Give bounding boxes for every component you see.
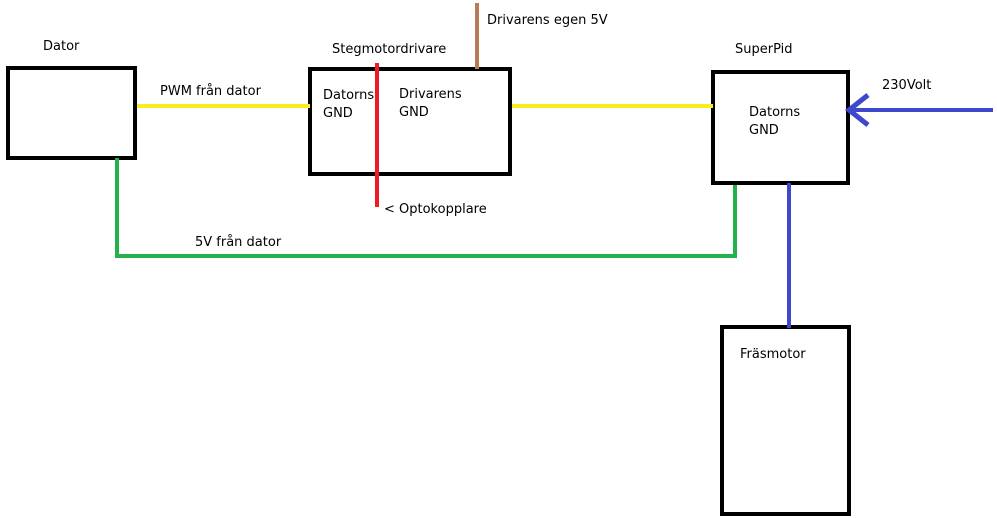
- frasmotor-box: [720, 325, 851, 516]
- step-drivarens-gnd-label: GND: [399, 105, 429, 120]
- five-v-label: 5V från dator: [195, 235, 282, 250]
- superpid-datorns-label: Datorns: [749, 105, 800, 120]
- stegmotordrivare-box: [308, 67, 512, 176]
- step-datorns-gnd-label: GND: [323, 106, 353, 121]
- pwm-label: PWM från dator: [160, 84, 262, 99]
- power-arrowhead: [844, 93, 870, 127]
- five-v-wire: [115, 158, 737, 258]
- superpid-box: [711, 70, 850, 185]
- drivarens-egen-5v-label: Drivarens egen 5V: [487, 13, 608, 28]
- dator-label: Dator: [43, 39, 80, 54]
- step-datorns-label: Datorns: [323, 88, 374, 103]
- superpid-label: SuperPid: [735, 42, 793, 57]
- optokopplare-label: < Optokopplare: [384, 202, 487, 217]
- volt230-label: 230Volt: [882, 78, 931, 93]
- frasmotor-label: Fräsmotor: [740, 347, 806, 362]
- step-drivarens-label: Drivarens: [399, 87, 462, 102]
- stegmotordrivare-label: Stegmotordrivare: [332, 42, 446, 57]
- dator-box: [6, 66, 137, 160]
- superpid-gnd-label: GND: [749, 123, 779, 138]
